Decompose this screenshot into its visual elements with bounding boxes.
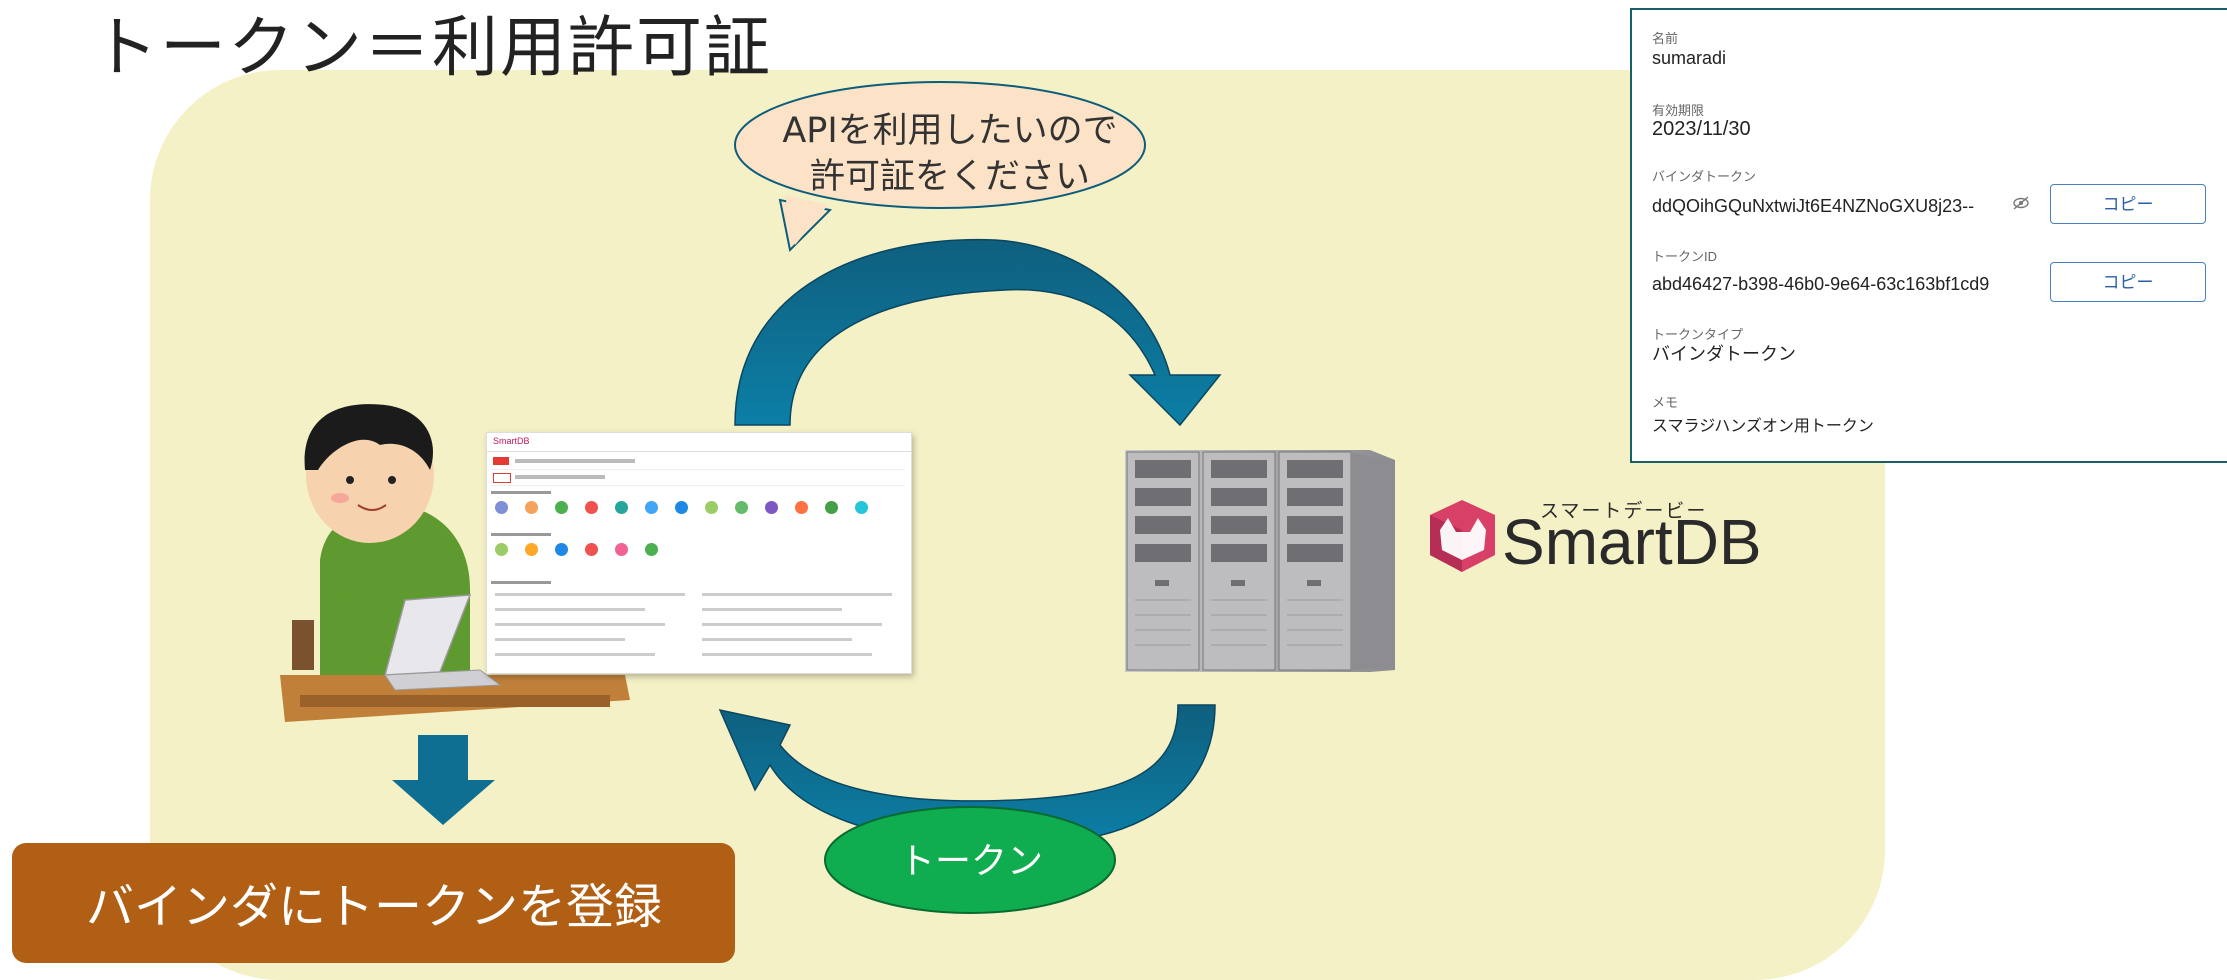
mini-list-line — [495, 623, 665, 626]
eye-slash-icon[interactable] — [2012, 196, 2030, 213]
mini-header: SmartDB — [487, 433, 911, 452]
mini-icon — [525, 543, 538, 556]
mini-icon — [855, 501, 868, 514]
mini-notice-row — [491, 471, 905, 486]
logo-kana: スマートデービー — [1540, 500, 1708, 522]
mini-icon — [555, 501, 568, 514]
mini-icon — [645, 543, 658, 556]
token-type-value: バインダトークン — [1652, 344, 1796, 364]
mini-list-line — [495, 653, 655, 656]
mini-icon — [645, 501, 658, 514]
mini-icon — [825, 501, 838, 514]
token-arrow — [718, 704, 1216, 846]
mini-list-line — [495, 593, 685, 596]
down-arrow — [392, 735, 495, 825]
diagram-art — [280, 81, 1495, 914]
copy-binder-token-button[interactable]: コピー — [2050, 184, 2206, 224]
mini-list-line — [702, 638, 852, 641]
mini-icon — [705, 501, 718, 514]
name-label: 名前 — [1652, 31, 1679, 46]
token-label: トークン — [898, 841, 1043, 882]
mini-list-line — [702, 608, 842, 611]
mini-icon — [495, 501, 508, 514]
app-screenshot-thumbnail: SmartDB — [486, 432, 912, 674]
mini-notice-row — [491, 455, 905, 470]
mini-icon — [525, 501, 538, 514]
logo-name: SmartDB — [1502, 506, 1762, 578]
name-value: sumaradi — [1652, 48, 1727, 68]
mini-icon — [675, 501, 688, 514]
mini-logo: SmartDB — [493, 436, 530, 446]
mini-list-line — [702, 593, 892, 596]
bubble-line-2: 許可証をください — [809, 157, 1090, 197]
expiry-label: 有効期限 — [1652, 103, 1705, 118]
smartdb-cat-logo — [1430, 500, 1495, 572]
bubble-line-1: APIを利用したいので — [782, 111, 1118, 151]
token-info-card: 名前 sumaradi 有効期限 2023/11/30 バインダトークン ddQ… — [1630, 8, 2227, 463]
token-ellipse — [824, 806, 1116, 914]
copy-token-id-button[interactable]: コピー — [2050, 262, 2206, 302]
request-arrow — [734, 238, 1222, 427]
mini-icon — [765, 501, 778, 514]
mini-icon — [585, 501, 598, 514]
page-title: トークン＝利用許可証 — [92, 9, 772, 86]
token-type-label: トークンタイプ — [1652, 327, 1744, 342]
mini-section-heading — [491, 533, 551, 536]
server-rack-illustration — [1125, 450, 1395, 672]
mini-icon — [585, 543, 598, 556]
mini-list-line — [702, 623, 882, 626]
mini-icon — [555, 543, 568, 556]
mini-section-heading — [491, 491, 551, 494]
mini-list-line — [702, 653, 872, 656]
mini-icon — [615, 501, 628, 514]
memo-label: メモ — [1652, 395, 1679, 410]
binder-token-value: ddQOihGQuNxtwiJt6E4NZNoGXU8j23-- — [1652, 196, 1975, 216]
mini-section-heading — [491, 581, 551, 584]
binder-token-label: バインダトークン — [1652, 169, 1757, 184]
mini-list-line — [495, 638, 625, 641]
mini-icon — [615, 543, 628, 556]
speech-bubble-text: APIを利用したいので 許可証をください — [740, 108, 1160, 200]
mini-icon — [795, 501, 808, 514]
person-at-laptop-illustration — [280, 404, 630, 722]
speech-bubble — [734, 81, 1146, 253]
token-id-label: トークンID — [1652, 249, 1718, 264]
expiry-value: 2023/11/30 — [1652, 118, 1751, 140]
register-token-box: バインダにトークンを登録 — [12, 843, 735, 963]
token-id-value: abd46427-b398-46b0-9e64-63c163bf1cd9 — [1652, 274, 1990, 294]
mini-icon — [495, 543, 508, 556]
mini-list-line — [495, 608, 645, 611]
mini-icon — [735, 501, 748, 514]
memo-value: スマラジハンズオン用トークン — [1652, 418, 1874, 435]
